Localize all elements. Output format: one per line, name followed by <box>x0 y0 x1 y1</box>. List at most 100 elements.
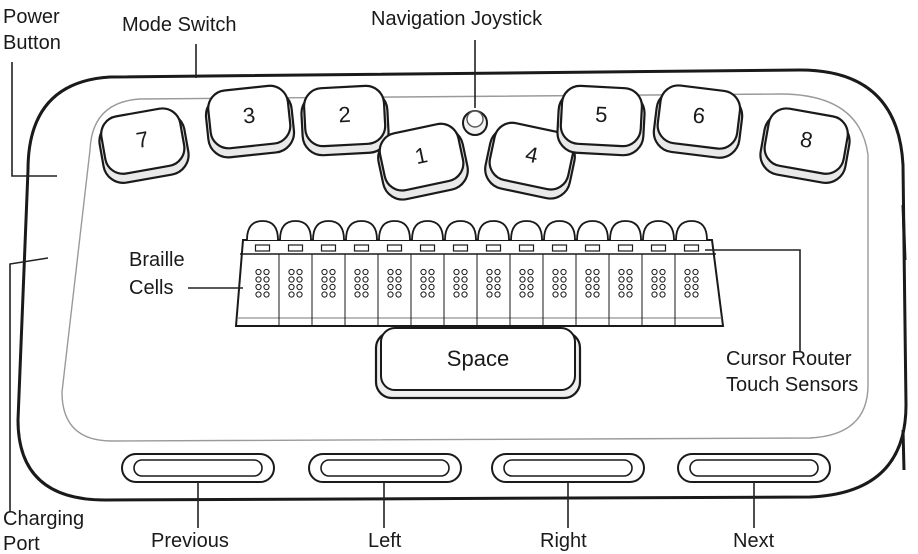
braille-cell <box>519 268 534 298</box>
cursor-router-slot <box>551 244 568 252</box>
braille-dot <box>428 283 435 291</box>
key-6-label: 6 <box>691 102 706 128</box>
touch-sensor <box>444 220 477 241</box>
braille-dot <box>618 283 625 291</box>
next-key <box>677 453 831 483</box>
braille-cells-label-line2: Cells <box>129 277 173 299</box>
braille-dot <box>395 291 402 298</box>
braille-dot <box>692 283 699 291</box>
cursor-router-slot <box>617 244 634 252</box>
braille-dot <box>519 291 526 298</box>
cursor-router-slot <box>518 244 535 252</box>
key-5-label: 5 <box>595 102 609 128</box>
navigation-joystick <box>462 110 488 136</box>
braille-dot <box>329 276 336 283</box>
braille-dot <box>552 291 559 298</box>
left-label: Left <box>368 530 402 552</box>
braille-dot <box>362 268 369 276</box>
right-key <box>491 453 645 483</box>
braille-dot <box>453 291 460 298</box>
touch-sensor <box>246 220 279 241</box>
braille-dot <box>486 291 493 298</box>
braille-dot <box>461 268 468 276</box>
braille-cell <box>585 268 600 298</box>
braille-dot <box>387 268 394 276</box>
key-3: 3 <box>204 84 296 159</box>
braille-dot <box>585 268 592 276</box>
braille-dot <box>255 291 262 298</box>
braille-dot <box>354 291 361 298</box>
braille-dot <box>288 291 295 298</box>
braille-dot <box>395 268 402 276</box>
braille-dot <box>527 283 534 291</box>
braille-dot <box>296 276 303 283</box>
braille-dot <box>428 268 435 276</box>
cursor-router-slot <box>353 244 370 252</box>
braille-dot <box>527 268 534 276</box>
braille-dot <box>354 276 361 283</box>
braille-dot <box>263 283 270 291</box>
touch-sensor <box>675 220 708 241</box>
braille-dot <box>255 268 262 276</box>
braille-dot <box>618 291 625 298</box>
space-key-label: Space <box>447 346 509 371</box>
charging-port-label-line1: Charging <box>3 508 84 530</box>
braille-dot <box>420 276 427 283</box>
mode-switch-label: Mode Switch <box>122 14 237 36</box>
braille-dot <box>486 268 493 276</box>
braille-dot <box>453 283 460 291</box>
braille-dot <box>684 291 691 298</box>
key-3-label: 3 <box>242 102 257 128</box>
braille-dot <box>519 283 526 291</box>
braille-dot <box>387 291 394 298</box>
cursor-router-slot <box>452 244 469 252</box>
braille-cell <box>453 268 468 298</box>
braille-cell <box>552 268 567 298</box>
braille-dot <box>659 276 666 283</box>
touch-sensor <box>642 220 675 241</box>
braille-dot <box>362 291 369 298</box>
braille-dot <box>651 283 658 291</box>
braille-dot <box>453 268 460 276</box>
touch-sensor <box>543 220 576 241</box>
braille-dot <box>420 283 427 291</box>
touch-sensor <box>279 220 312 241</box>
braille-dot <box>387 276 394 283</box>
braille-dot <box>420 291 427 298</box>
cursor-router-slot <box>485 244 502 252</box>
key-7-label: 7 <box>134 126 150 153</box>
braille-cell <box>354 268 369 298</box>
braille-cell <box>420 268 435 298</box>
touch-sensor <box>576 220 609 241</box>
braille-dot <box>519 276 526 283</box>
braille-dot <box>354 283 361 291</box>
braille-dot <box>618 276 625 283</box>
braille-dot <box>428 276 435 283</box>
touch-sensor <box>477 220 510 241</box>
braille-cells <box>255 254 699 326</box>
key-7: 7 <box>98 107 190 184</box>
braille-dot <box>560 291 567 298</box>
braille-dot <box>296 268 303 276</box>
braille-display <box>234 220 725 327</box>
braille-dot <box>684 283 691 291</box>
side-edge-mark <box>901 204 907 261</box>
braille-dot <box>593 276 600 283</box>
key-1: 1 <box>377 122 469 201</box>
braille-dot <box>560 268 567 276</box>
braille-dot <box>527 276 534 283</box>
braille-dot <box>321 291 328 298</box>
cursor-router-sensors <box>246 220 708 252</box>
braille-dot <box>461 276 468 283</box>
braille-dot <box>618 268 625 276</box>
braille-dot <box>552 283 559 291</box>
braille-dot <box>593 291 600 298</box>
power-button-leader <box>11 62 57 177</box>
braille-dot <box>585 291 592 298</box>
braille-dot <box>486 276 493 283</box>
previous-key <box>121 453 275 483</box>
braille-cell <box>255 268 270 298</box>
power-button-label-line2: Button <box>3 32 61 54</box>
cursor-router-slot <box>683 244 700 252</box>
